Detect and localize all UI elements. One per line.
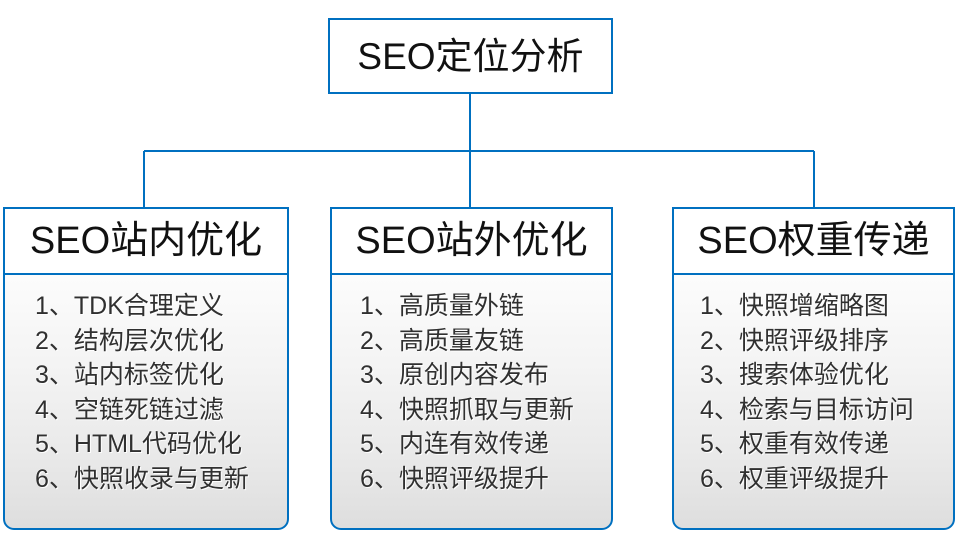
branch-item-list-2: 1、高质量外链 2、高质量友链 3、原创内容发布 4、快照抓取与更新 5、内连有… xyxy=(332,289,611,496)
root-node-label: SEO定位分析 xyxy=(357,35,584,77)
list-item: 2、结构层次优化 xyxy=(35,326,224,355)
list-item: 1、TDK合理定义 xyxy=(35,292,224,320)
list-item: 5、HTML代码优化 xyxy=(35,430,242,458)
list-item: 3、搜索体验优化 xyxy=(700,361,889,389)
branch-header-label-3: SEO权重传递 xyxy=(697,220,930,262)
branch-header-1: SEO站内优化 xyxy=(3,207,289,274)
list-item: 5、内连有效传递 xyxy=(360,430,549,458)
list-item: 1、高质量外链 xyxy=(360,292,524,320)
list-item: 4、快照抓取与更新 xyxy=(360,395,574,424)
branch-header-label-2: SEO站外优化 xyxy=(355,220,588,262)
branch-header-label-1: SEO站内优化 xyxy=(29,220,263,262)
list-item: 4、空链死链过滤 xyxy=(35,395,224,424)
branch-group-3: SEO权重传递 1、快照增缩略图 2、快照评级排序 3、搜索体验优化 4、检索与… xyxy=(672,207,955,530)
branch-body-2: 1、高质量外链 2、高质量友链 3、原创内容发布 4、快照抓取与更新 5、内连有… xyxy=(330,274,613,530)
list-item: 6、快照评级提升 xyxy=(360,464,549,493)
branch-group-1: SEO站内优化 1、TDK合理定义 2、结构层次优化 3、站内标签优化 4、空链… xyxy=(3,207,289,530)
branch-group-2: SEO站外优化 1、高质量外链 2、高质量友链 3、原创内容发布 4、快照抓取与… xyxy=(330,207,613,530)
list-item: 6、权重评级提升 xyxy=(700,464,889,493)
list-item: 4、检索与目标访问 xyxy=(700,395,914,424)
branch-header-3: SEO权重传递 xyxy=(672,207,955,274)
branch-header-2: SEO站外优化 xyxy=(330,207,613,274)
list-item: 1、快照增缩略图 xyxy=(700,292,889,320)
branch-body-3: 1、快照增缩略图 2、快照评级排序 3、搜索体验优化 4、检索与目标访问 5、权… xyxy=(672,274,955,530)
list-item: 2、快照评级排序 xyxy=(700,326,889,355)
list-item: 3、站内标签优化 xyxy=(35,361,224,389)
branch-item-list-1: 1、TDK合理定义 2、结构层次优化 3、站内标签优化 4、空链死链过滤 5、H… xyxy=(5,289,287,496)
list-item: 5、权重有效传递 xyxy=(700,430,889,458)
root-node: SEO定位分析 xyxy=(328,18,613,94)
branch-body-1: 1、TDK合理定义 2、结构层次优化 3、站内标签优化 4、空链死链过滤 5、H… xyxy=(3,274,289,530)
list-item: 2、高质量友链 xyxy=(360,326,524,355)
list-item: 6、快照收录与更新 xyxy=(35,464,249,493)
branch-item-list-3: 1、快照增缩略图 2、快照评级排序 3、搜索体验优化 4、检索与目标访问 5、权… xyxy=(674,289,953,496)
list-item: 3、原创内容发布 xyxy=(360,361,549,389)
